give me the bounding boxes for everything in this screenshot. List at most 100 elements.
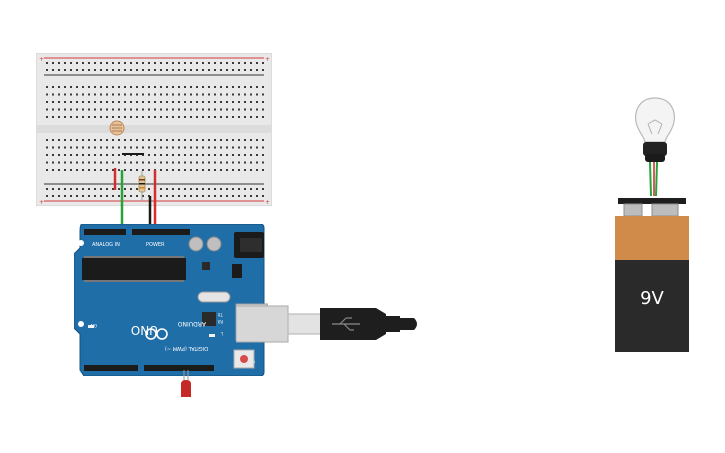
breadboard-hole (76, 195, 78, 197)
mount-hole (78, 321, 84, 327)
breadboard-hole (154, 101, 156, 103)
breadboard-hole (124, 93, 126, 96)
breadboard-hole (262, 195, 264, 197)
breadboard-hole (238, 116, 240, 118)
breadboard-hole (196, 161, 198, 164)
analog-header[interactable] (84, 229, 126, 235)
breadboard-hole (262, 116, 264, 118)
breadboard-hole (160, 139, 162, 141)
breadboard-hole (166, 93, 168, 96)
breadboard-hole (238, 69, 240, 71)
usb-cable[interactable] (236, 300, 422, 350)
breadboard-hole (124, 139, 126, 141)
breadboard-hole (208, 195, 210, 197)
breadboard-hole (250, 86, 252, 88)
breadboard-hole (46, 62, 48, 64)
battery-cap (618, 198, 686, 204)
breadboard-hole (106, 188, 108, 190)
breadboard-hole (106, 116, 108, 118)
top-rail-holes (46, 62, 264, 71)
bulb-wire-green-1[interactable] (649, 161, 652, 196)
battery-terminal-right[interactable] (651, 203, 679, 217)
breadboard-hole (52, 188, 54, 190)
breadboard-hole (136, 169, 138, 171)
breadboard-hole (118, 146, 120, 149)
breadboard-hole (190, 161, 192, 164)
breadboard-hole (262, 169, 264, 171)
breadboard-hole (256, 195, 258, 197)
digital-header-left[interactable] (84, 365, 138, 371)
breadboard-hole (148, 108, 150, 111)
breadboard-hole (184, 195, 186, 197)
breadboard-hole (160, 62, 162, 64)
red-led[interactable] (178, 370, 194, 400)
battery-terminal-left[interactable] (623, 203, 643, 217)
breadboard-hole (76, 188, 78, 190)
breadboard-hole (100, 62, 102, 64)
photoresistor[interactable] (109, 120, 125, 136)
breadboard-hole (118, 93, 120, 96)
breadboard-hole (232, 86, 234, 88)
usb-plug-collar (287, 313, 323, 335)
breadboard-hole (202, 69, 204, 71)
breadboard-hole (178, 161, 180, 164)
breadboard-hole (196, 188, 198, 190)
breadboard-hole (52, 139, 54, 141)
breadboard-hole (208, 169, 210, 171)
reset-button[interactable] (240, 355, 248, 363)
breadboard-hole (142, 161, 144, 164)
l-led (209, 334, 215, 337)
breadboard-hole (52, 146, 54, 149)
breadboard-hole (148, 169, 150, 171)
breadboard-hole (124, 108, 126, 111)
breadboard-hole (100, 188, 102, 190)
breadboard-hole (190, 139, 192, 141)
capacitor (188, 236, 204, 252)
digital-header-right[interactable] (144, 365, 214, 371)
breadboard-hole (262, 188, 264, 190)
power-header[interactable] (132, 229, 190, 235)
battery-9v[interactable]: 9V (614, 196, 690, 354)
breadboard-hole (190, 93, 192, 96)
breadboard-hole (172, 86, 174, 88)
breadboard-hole (226, 139, 228, 141)
center-channel (36, 125, 272, 133)
breadboard-hole (154, 116, 156, 118)
breadboard-hole (100, 69, 102, 71)
breadboard-hole (256, 188, 258, 190)
breadboard-hole (46, 146, 48, 149)
breadboard-hole (256, 86, 258, 88)
chip-pins (84, 256, 184, 258)
breadboard-hole (190, 146, 192, 149)
bulb-wire-green-2[interactable] (655, 161, 658, 196)
breadboard-hole (58, 146, 60, 149)
breadboard-hole (100, 169, 102, 171)
capacitor (206, 236, 222, 252)
breadboard-hole (154, 146, 156, 149)
breadboard-hole (166, 62, 168, 64)
breadboard-hole (178, 154, 180, 156)
breadboard-hole (136, 116, 138, 118)
breadboard-hole (250, 169, 252, 171)
breadboard-hole (76, 93, 78, 96)
breadboard-hole (214, 161, 216, 164)
breadboard-hole (88, 108, 90, 111)
resistor[interactable] (138, 171, 146, 201)
light-bulb[interactable] (630, 96, 680, 196)
breadboard-hole (172, 62, 174, 64)
breadboard-hole (118, 139, 120, 141)
breadboard-hole (124, 188, 126, 190)
breadboard[interactable]: + + + + (36, 53, 272, 206)
breadboard-hole (202, 154, 204, 156)
breadboard-hole (136, 108, 138, 111)
breadboard-hole (76, 154, 78, 156)
breadboard-hole (112, 86, 114, 88)
breadboard-hole (58, 161, 60, 164)
breadboard-hole (220, 108, 222, 111)
breadboard-hole (214, 154, 216, 156)
breadboard-hole (220, 93, 222, 96)
breadboard-hole (214, 195, 216, 197)
breadboard-hole (226, 195, 228, 197)
breadboard-hole (256, 108, 258, 111)
breadboard-hole (166, 86, 168, 88)
